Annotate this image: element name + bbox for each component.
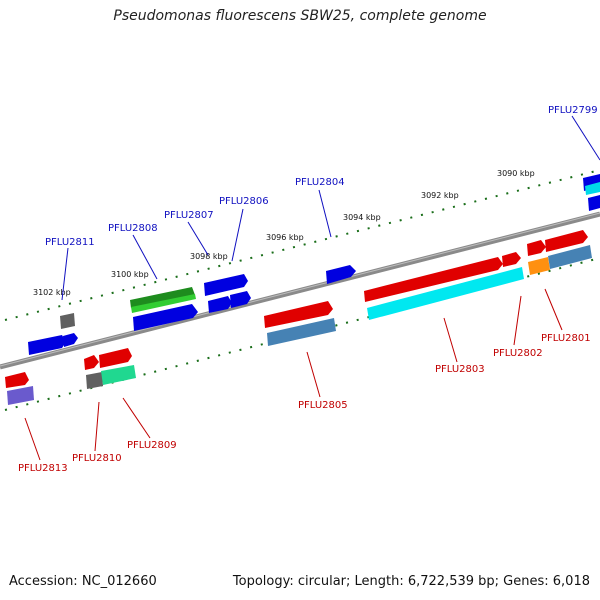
gene-block (367, 267, 524, 320)
gene-arrow (99, 348, 132, 368)
scale-label: 3102 kbp (33, 288, 71, 297)
gene-block (7, 386, 34, 405)
scale-label: 3100 kbp (111, 270, 149, 279)
label-leaders-top (61, 115, 600, 301)
gene-arrow (326, 265, 356, 284)
gene-block (86, 372, 103, 389)
gene-label[interactable]: PFLU2813 (18, 463, 68, 474)
label-leaders-bottom (24, 288, 563, 461)
gene-block (528, 257, 550, 275)
gene-arrow (588, 195, 600, 211)
scale-label: 3096 kbp (266, 233, 304, 242)
gene-arrow (204, 274, 248, 296)
gene-label[interactable]: PFLU2805 (298, 400, 348, 411)
gene-block (60, 313, 75, 329)
gene-arrow (230, 291, 251, 308)
gene-arrow (84, 355, 99, 370)
gene-block (101, 365, 136, 385)
gene-label[interactable]: PFLU2809 (127, 440, 177, 451)
gene-label[interactable]: PFLU2808 (108, 223, 158, 234)
gene-label[interactable]: PFLU2799 (548, 105, 598, 116)
gene-arrow (502, 252, 521, 267)
scale-label: 3094 kbp (343, 213, 381, 222)
scale-label: 3092 kbp (421, 191, 459, 200)
gene-arrow (130, 287, 195, 308)
gene-label[interactable]: PFLU2811 (45, 237, 95, 248)
gene-arrow (545, 230, 588, 252)
gene-label[interactable]: PFLU2804 (295, 177, 345, 188)
map-title: Pseudomonas fluorescens SBW25, complete … (113, 8, 487, 24)
gene-features-top (28, 174, 600, 355)
gene-arrow (131, 294, 196, 313)
gene-features-bottom (5, 230, 592, 405)
gene-label[interactable]: PFLU2802 (493, 348, 543, 359)
scale-label: 3098 kbp (190, 252, 228, 261)
scale-label: 3090 kbp (497, 169, 535, 178)
gene-arrow (527, 240, 546, 256)
gene-arrow (208, 296, 232, 313)
gene-arrow (63, 333, 78, 347)
gene-arrow (28, 335, 66, 355)
accession-text: Accession: NC_012660 (9, 574, 157, 589)
gene-label[interactable]: PFLU2801 (541, 333, 591, 344)
genome-backbone-highlight (0, 212, 600, 367)
gene-arrow (364, 257, 503, 302)
gene-arrow (585, 182, 600, 195)
gene-block (548, 245, 592, 269)
gene-label[interactable]: PFLU2803 (435, 364, 485, 375)
gene-block (267, 318, 336, 346)
genome-summary-text: Topology: circular; Length: 6,722,539 bp… (232, 574, 590, 589)
gene-arrow (264, 301, 333, 328)
gene-arrow (5, 372, 29, 388)
gene-label[interactable]: PFLU2807 (164, 210, 214, 221)
genome-backbone (0, 211, 600, 370)
gene-arrow (133, 304, 198, 331)
gene-label[interactable]: PFLU2806 (219, 196, 269, 207)
gene-label[interactable]: PFLU2810 (72, 453, 122, 464)
